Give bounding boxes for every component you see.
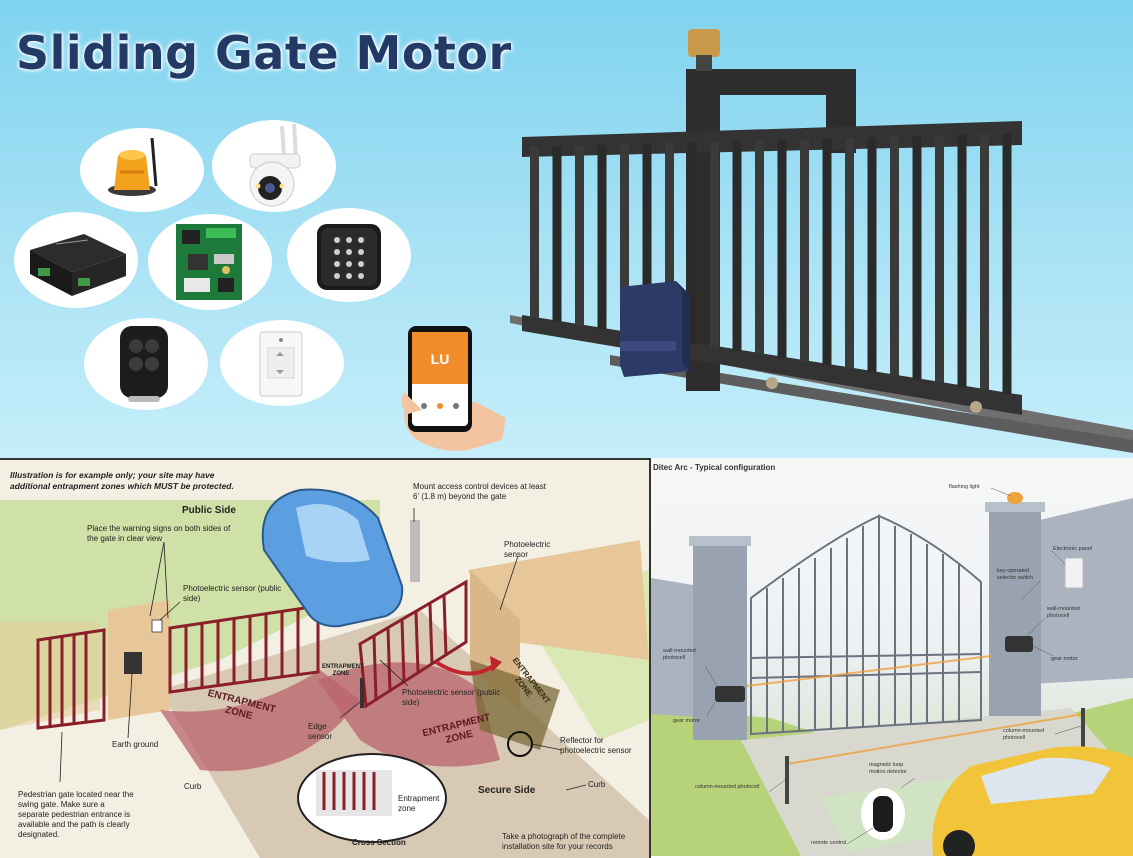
gate-bar xyxy=(597,144,607,330)
gate-bar xyxy=(755,140,764,355)
earth-ground-label: Earth ground xyxy=(112,740,159,749)
right-pillar xyxy=(989,506,1041,716)
keypad-bubble xyxy=(287,208,411,302)
wall-photocell-left-label: wall-mounted photocell xyxy=(663,648,696,661)
gate-bar xyxy=(822,138,832,366)
security-camera-icon xyxy=(249,123,301,207)
pedestrian-gate-label: Pedestrian gate located near the swing g… xyxy=(18,790,134,839)
control-board-icon xyxy=(176,224,242,300)
electronic-panel-label: Electronic panel xyxy=(1053,546,1093,552)
edge-sensor-label: Edge sensor xyxy=(308,722,333,741)
flashing-light-label: flashing light xyxy=(949,484,980,490)
curb-left-label: Curb xyxy=(184,782,202,791)
camera-bubble xyxy=(212,120,336,212)
gate-bar xyxy=(665,142,674,340)
gate-bar xyxy=(575,145,584,326)
sliding-gate-illustration xyxy=(500,25,1133,458)
entrapment-zone-left xyxy=(160,670,360,772)
flashing-lamp-bubble xyxy=(80,128,204,212)
secure-side-label: Secure Side xyxy=(478,785,536,796)
public-side-label: Public Side xyxy=(182,505,236,516)
gate-bar xyxy=(530,146,539,319)
gate-bar xyxy=(1002,133,1012,394)
entrapment-zone-secure xyxy=(470,660,560,750)
gate-bar xyxy=(980,134,989,391)
gate-bar xyxy=(710,141,719,348)
gate-bar xyxy=(552,146,562,322)
illustration-note: Illustration is for example only; your s… xyxy=(10,470,234,491)
key-selector-label: key-operated selector switch xyxy=(997,568,1034,581)
safety-diagram-drawing xyxy=(0,488,649,858)
column-photocell-left-label: column-mounted photocell xyxy=(695,784,760,790)
access-control-label: Mount access control devices at least 6'… xyxy=(413,482,546,501)
gate-bar xyxy=(912,136,922,380)
magnetic-loop-label: magnetic loop motion detector xyxy=(869,762,907,775)
car-icon xyxy=(261,488,404,628)
wall-switch-bubble xyxy=(220,320,344,406)
left-pillar xyxy=(693,540,747,740)
curb-right-label: Curb xyxy=(588,780,606,789)
warning-lamp-icon xyxy=(108,137,158,196)
entrapment-zone-small-label: ENTRAPMENT ZONE xyxy=(322,664,364,677)
gear-motor-left-label: gear motor xyxy=(673,718,700,724)
gate-bar xyxy=(845,137,854,369)
receiver-box-icon xyxy=(30,234,126,296)
banner-title: Sliding Gate Motor xyxy=(16,26,512,80)
gear-motor-right-label: gear motor xyxy=(1051,656,1078,662)
product-banner: Sliding Gate Motor xyxy=(0,0,1133,458)
phone-screen-text: LU xyxy=(431,351,450,367)
reflector-label: Reflector for photoelectric sensor xyxy=(560,736,632,755)
gate-bar xyxy=(732,141,742,351)
gate-bar xyxy=(642,143,652,337)
column-photocell-right-label: column-mounted photocell xyxy=(1003,728,1044,741)
gate-bar xyxy=(777,139,787,358)
gate-bar xyxy=(800,139,809,362)
car-icon xyxy=(932,746,1133,856)
gate-bar xyxy=(957,134,967,387)
gate-bar xyxy=(620,144,629,333)
ditec-configuration-diagram: Ditec Arc - Typical configuration flashi… xyxy=(651,458,1133,856)
wall-switch-icon xyxy=(259,331,303,397)
ditec-configuration-drawing xyxy=(651,487,1133,856)
entrapment-zone-inset-label: Entrapment zone xyxy=(398,794,440,813)
electronic-panel-icon xyxy=(1064,557,1084,589)
gate-bar xyxy=(867,137,877,373)
swing-gates xyxy=(750,514,982,736)
control-board-bubble xyxy=(148,214,272,310)
photo-sensor-public-2-label: Photoelectric sensor (public side) xyxy=(402,688,501,707)
warning-signs-label: Place the warning signs on both sides of… xyxy=(87,524,231,543)
cross-section-label: Cross Section xyxy=(352,838,406,847)
photograph-note-label: Take a photograph of the complete instal… xyxy=(502,832,626,851)
receiver-box-bubble xyxy=(14,212,138,308)
photo-sensor-public-label: Photoelectric sensor (public side) xyxy=(183,584,282,603)
hand-phone-icon: LU xyxy=(401,326,506,451)
remote-control-icon xyxy=(120,326,168,402)
gate-bar xyxy=(687,142,697,344)
wall-photocell-right-label: wall-mounted photocell xyxy=(1047,606,1080,619)
remote-control-label: remote control xyxy=(811,840,847,846)
config-title: Ditec Arc - Typical configuration xyxy=(653,463,776,472)
gear-motor-right-icon xyxy=(1005,636,1033,652)
smartphone-app: LU xyxy=(398,322,510,454)
remote-bubble xyxy=(84,318,208,410)
gate-bar xyxy=(935,135,944,384)
gear-motor-left-icon xyxy=(715,686,745,702)
pedestrian-gate xyxy=(36,628,106,730)
sliding-gate-icon xyxy=(510,29,1133,453)
photo-sensor-top-label: Photoelectric sensor xyxy=(504,540,551,559)
gate-bars xyxy=(530,133,1012,394)
control-box-icon xyxy=(124,652,142,674)
swing-gate-left xyxy=(168,604,320,694)
gate-bar xyxy=(890,136,899,376)
keypad-icon xyxy=(317,224,381,290)
safety-diagram: Illustration is for example only; your s… xyxy=(0,458,651,858)
remote-control-icon xyxy=(873,796,893,832)
flashing-light-icon xyxy=(1007,492,1023,504)
